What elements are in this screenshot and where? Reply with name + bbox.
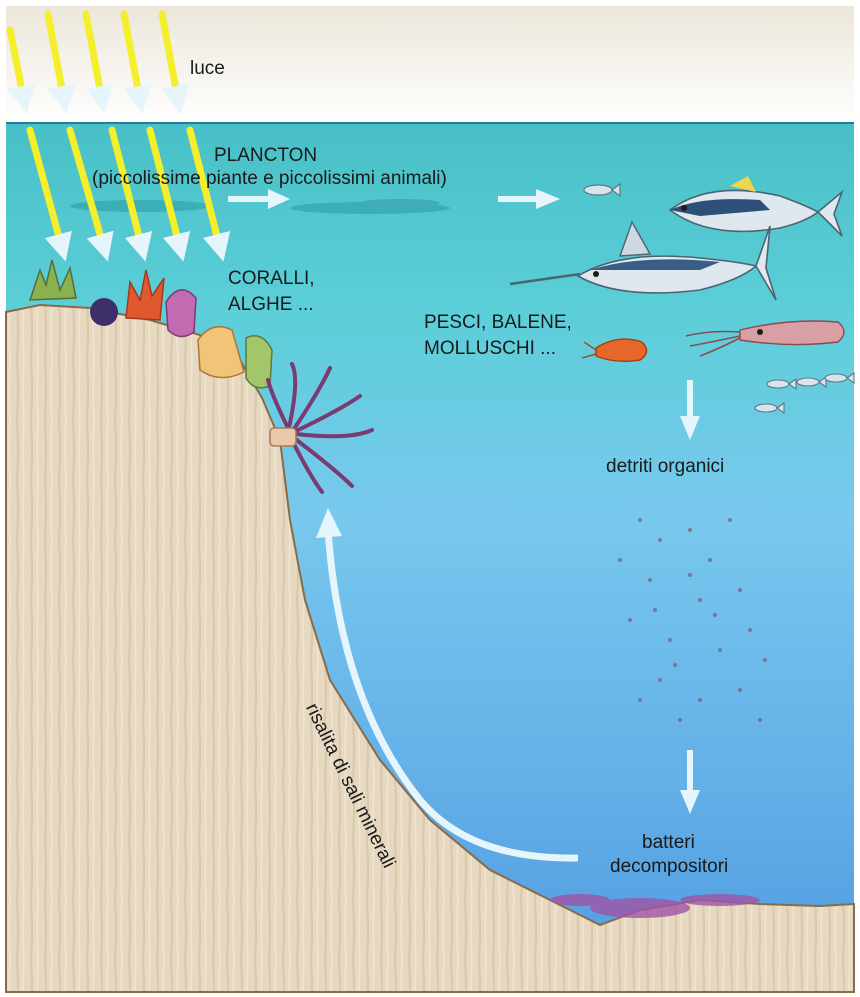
fauna-label-line1: PESCI, BALENE, <box>424 312 572 334</box>
detritus-label: detriti organici <box>606 456 724 478</box>
plankton-title: PLANCTON <box>214 145 317 167</box>
bacteria-label-line1: batteri <box>642 832 695 854</box>
fauna-label-line2: MOLLUSCHI ... <box>424 338 556 360</box>
corals-label-line2: ALGHE ... <box>228 294 314 316</box>
bacteria-label-line2: decompositori <box>610 856 728 878</box>
light-label: luce <box>190 58 225 80</box>
corals-label-line1: CORALLI, <box>228 268 315 290</box>
plankton-description: (piccolissime piante e piccolissimi anim… <box>92 168 447 190</box>
